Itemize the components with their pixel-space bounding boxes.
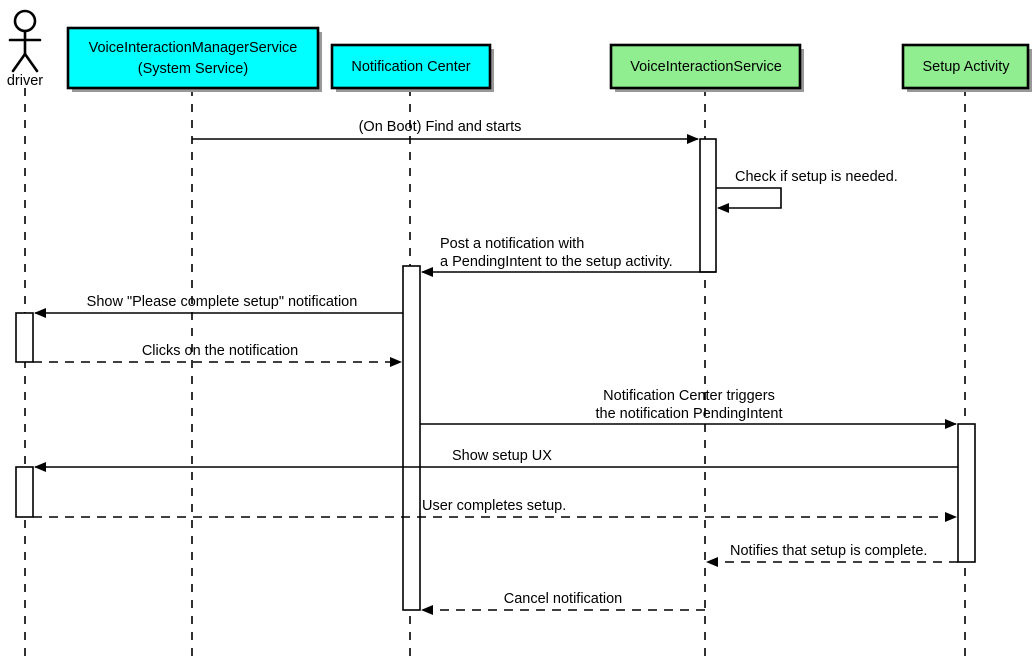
participant-label: Notification Center <box>351 59 470 75</box>
header-box <box>901 43 1030 90</box>
header-box <box>330 43 492 90</box>
participant-setup-activity[interactable]: Setup Activity <box>901 43 1032 92</box>
activation-bar-voiceinteractionservice <box>699 138 717 273</box>
activation-bar-notification-center <box>402 265 421 611</box>
message-post-a-notification: Post a notification with a PendingIntent… <box>421 236 716 277</box>
header-box <box>66 26 320 90</box>
activation-bars-group <box>15 138 976 611</box>
message-label-line-1: Post a notification with <box>440 236 584 252</box>
participant-label-line-1: VoiceInteractionManagerService <box>89 40 298 56</box>
message-show-setup-ux: Show setup UX <box>34 448 958 472</box>
message-self-loop-path <box>716 187 782 213</box>
message-label: Notifies that setup is complete. <box>730 543 927 559</box>
participant-label-driver: driver <box>7 73 43 89</box>
participant-driver[interactable]: driver <box>7 9 43 89</box>
message-label: Check if setup is needed. <box>735 169 898 185</box>
activation-bar-driver-1 <box>15 312 34 363</box>
message-label: Clicks on the notification <box>142 343 298 359</box>
participant-label: VoiceInteractionService <box>630 59 782 75</box>
message-label-line-1: Notification Center triggers <box>603 388 775 404</box>
participant-label: Setup Activity <box>922 59 1010 75</box>
activation-bar-setup-activity <box>957 423 976 563</box>
message-cancel-notification: Cancel notification <box>421 591 705 615</box>
message-clicks-on-the-notification: Clicks on the notification <box>33 343 402 367</box>
header-box <box>609 43 802 90</box>
participants-group: driver VoiceInteractionManagerService (S… <box>7 9 1032 92</box>
participant-voiceinteractionmanagerservice[interactable]: VoiceInteractionManagerService (System S… <box>66 26 322 92</box>
actor-head-icon <box>13 9 37 33</box>
actor-leg-right-icon <box>23 52 39 73</box>
actor-leg-left-icon <box>11 52 27 73</box>
messages-group: (On Boot) Find and starts Check if setup… <box>33 119 958 615</box>
message-on-boot-find-and-starts: (On Boot) Find and starts <box>192 119 699 144</box>
message-label: Show "Please complete setup" notificatio… <box>87 294 358 310</box>
message-label-line-2: a PendingIntent to the setup activity. <box>440 254 673 270</box>
message-label: (On Boot) Find and starts <box>359 119 522 135</box>
message-notification-center-triggers-pendingintent: Notification Center triggers the notific… <box>420 388 957 429</box>
message-label: Show setup UX <box>452 448 552 464</box>
message-label: Cancel notification <box>504 591 623 607</box>
participant-voiceinteractionservice[interactable]: VoiceInteractionService <box>609 43 804 92</box>
message-label-line-2: the notification PendingIntent <box>595 406 782 422</box>
message-check-if-setup-is-needed: Check if setup is needed. <box>716 169 898 213</box>
message-user-completes-setup: User completes setup. <box>33 498 957 522</box>
message-label: User completes setup. <box>422 498 566 514</box>
activation-bar-driver-2 <box>15 466 34 518</box>
message-show-please-complete-setup-notification: Show "Please complete setup" notificatio… <box>34 294 403 318</box>
message-notifies-that-setup-is-complete: Notifies that setup is complete. <box>706 543 958 567</box>
participant-label-line-2: (System Service) <box>138 61 248 77</box>
participant-notification-center[interactable]: Notification Center <box>330 43 494 92</box>
